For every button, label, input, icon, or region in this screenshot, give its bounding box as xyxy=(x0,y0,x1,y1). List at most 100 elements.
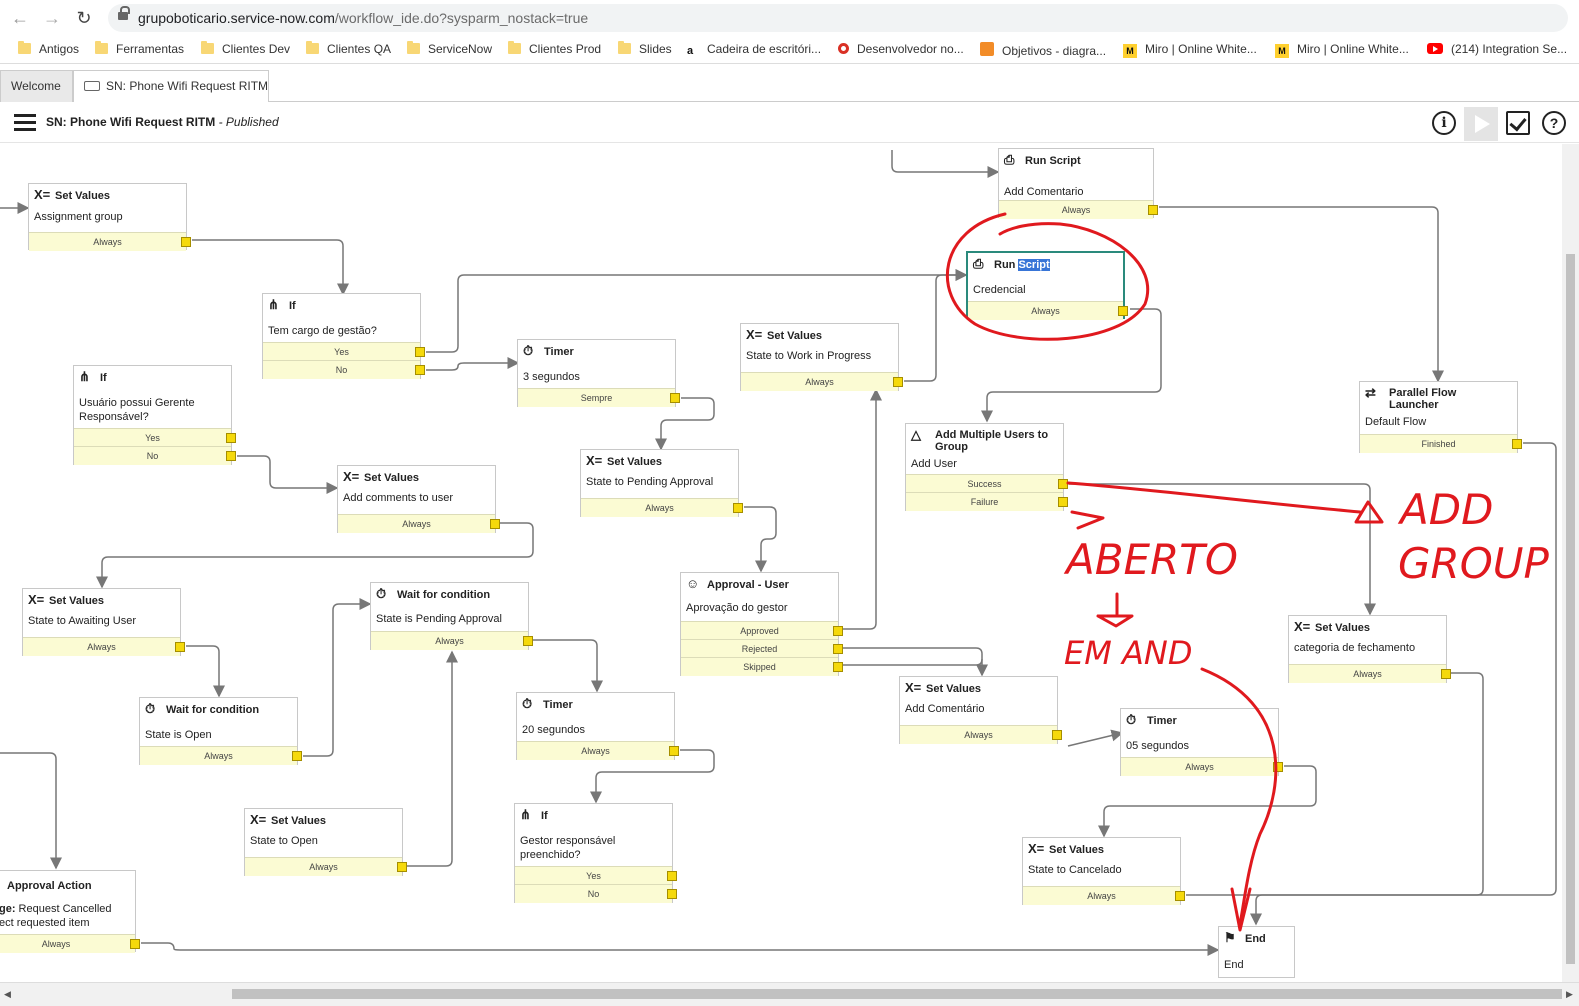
condition-port[interactable] xyxy=(667,889,677,899)
condition-always[interactable]: Always xyxy=(900,725,1062,744)
condition-port[interactable] xyxy=(1441,669,1451,679)
condition-success[interactable]: Success xyxy=(906,474,1068,493)
condition-port[interactable] xyxy=(833,662,843,672)
condition-port[interactable] xyxy=(1058,479,1068,489)
condition-always[interactable]: Always xyxy=(23,637,185,656)
activity-if-gerente-responsavel[interactable]: ⋔If Usuário possui Gerente Responsável? … xyxy=(73,365,236,465)
activity-set-values-categoria-fechamento[interactable]: X=Set Values categoria de fechamento Alw… xyxy=(1288,615,1451,683)
reload-icon[interactable]: ↻ xyxy=(76,8,92,28)
bookmark-ferramentas[interactable]: Ferramentas xyxy=(95,41,184,56)
condition-port[interactable] xyxy=(415,347,425,357)
activity-approval-action[interactable]: Approval Action ge: Request Cancelled ec… xyxy=(0,870,140,953)
condition-port[interactable] xyxy=(667,871,677,881)
activity-set-values-pending-approval[interactable]: X=Set Values State to Pending Approval A… xyxy=(580,449,743,517)
activity-timer-3-segundos[interactable]: ⏱Timer 3 segundos Sempre xyxy=(517,339,680,407)
condition-always[interactable]: Always xyxy=(0,934,140,953)
menu-icon[interactable] xyxy=(14,114,36,132)
condition-always[interactable]: Always xyxy=(1121,757,1283,776)
bookmark-desenvolvedor[interactable]: Desenvolvedor no... xyxy=(838,42,964,56)
condition-always[interactable]: Always xyxy=(1289,664,1451,683)
condition-no[interactable]: No xyxy=(515,884,677,903)
activity-set-values-add-comments[interactable]: X=Set Values Add comments to user Always xyxy=(337,465,500,533)
activity-wait-state-open[interactable]: ⏱Wait for condition State is Open Always xyxy=(139,697,302,765)
condition-always[interactable]: Always xyxy=(245,857,407,876)
condition-yes[interactable]: Yes xyxy=(74,428,236,447)
condition-always[interactable]: Always xyxy=(140,746,302,765)
condition-yes[interactable]: Yes xyxy=(515,866,677,885)
condition-always[interactable]: Always xyxy=(1023,886,1185,905)
scroll-right-icon[interactable]: ▶ xyxy=(1566,989,1573,999)
condition-port[interactable] xyxy=(670,393,680,403)
horizontal-scrollbar[interactable]: ◀ ▶ xyxy=(0,982,1579,1006)
condition-port[interactable] xyxy=(226,433,236,443)
play-icon[interactable] xyxy=(1464,107,1498,141)
bookmark-slides[interactable]: Slides xyxy=(618,41,672,56)
scroll-left-icon[interactable]: ◀ xyxy=(4,989,11,999)
condition-always[interactable]: Always xyxy=(999,200,1158,219)
condition-port[interactable] xyxy=(893,377,903,387)
condition-port[interactable] xyxy=(130,939,140,949)
condition-always[interactable]: Always xyxy=(29,232,191,251)
bookmark-objetivos[interactable]: Objetivos - diagra... xyxy=(980,42,1106,58)
condition-port[interactable] xyxy=(415,365,425,375)
condition-port[interactable] xyxy=(1175,891,1185,901)
activity-add-multiple-users-to-group[interactable]: △Add Multiple Users to Group Add User Su… xyxy=(905,423,1068,511)
condition-always[interactable]: Always xyxy=(581,498,743,517)
condition-port[interactable] xyxy=(292,751,302,761)
condition-port[interactable] xyxy=(1512,439,1522,449)
condition-port[interactable] xyxy=(181,237,191,247)
activity-set-values-awaiting-user[interactable]: X=Set Values State to Awaiting User Alwa… xyxy=(22,588,185,656)
condition-sempre[interactable]: Sempre xyxy=(518,388,680,407)
condition-port[interactable] xyxy=(175,642,185,652)
condition-port[interactable] xyxy=(397,862,407,872)
condition-port[interactable] xyxy=(523,636,533,646)
condition-failure[interactable]: Failure xyxy=(906,492,1068,511)
bookmark-clientes-qa[interactable]: Clientes QA xyxy=(306,41,391,56)
activity-set-values-assignment-group[interactable]: X=Set Values Assignment group Always xyxy=(28,183,191,251)
condition-no[interactable]: No xyxy=(74,446,236,465)
workflow-canvas[interactable]: ⎙Run Script Add Comentario Always X=Set … xyxy=(0,144,1579,982)
condition-always[interactable]: Always xyxy=(338,514,500,533)
condition-port[interactable] xyxy=(1052,730,1062,740)
bookmark-integration[interactable]: (214) Integration Se... xyxy=(1427,42,1567,56)
bookmark-clientes-dev[interactable]: Clientes Dev xyxy=(201,41,290,56)
condition-yes[interactable]: Yes xyxy=(263,342,425,361)
activity-set-values-state-open[interactable]: X=Set Values State to Open Always xyxy=(244,808,407,876)
condition-always[interactable]: Always xyxy=(517,741,679,760)
activity-timer-05-segundos[interactable]: ⏱Timer 05 segundos Always xyxy=(1120,708,1283,776)
activity-approval-user[interactable]: ☺Approval - User Aprovação do gestor App… xyxy=(680,572,843,676)
condition-port[interactable] xyxy=(833,626,843,636)
vertical-scrollbar[interactable] xyxy=(1562,144,1579,982)
checkbox-icon[interactable] xyxy=(1506,111,1530,135)
condition-port[interactable] xyxy=(1118,306,1128,316)
activity-wait-pending-approval[interactable]: ⏱Wait for condition State is Pending App… xyxy=(370,582,533,650)
condition-port[interactable] xyxy=(733,503,743,513)
activity-if-gestor-responsavel[interactable]: ⋔If Gestor responsável preenchido? Yes N… xyxy=(514,803,677,903)
condition-skipped[interactable]: Skipped xyxy=(681,657,843,676)
activity-run-script-credencial[interactable]: ⎙Run Script Credencial Always xyxy=(966,251,1128,320)
activity-set-values-cancelado[interactable]: X=Set Values State to Cancelado Always xyxy=(1022,837,1185,905)
bookmark-clientes-prod[interactable]: Clientes Prod xyxy=(508,41,601,56)
help-icon[interactable]: ? xyxy=(1542,111,1566,135)
bookmark-servicenow[interactable]: ServiceNow xyxy=(407,41,492,56)
activity-run-script-add-comentario[interactable]: ⎙Run Script Add Comentario Always xyxy=(998,148,1158,219)
condition-always[interactable]: Always xyxy=(741,372,903,391)
condition-always[interactable]: Always xyxy=(371,631,533,650)
condition-rejected[interactable]: Rejected xyxy=(681,639,843,658)
activity-set-values-work-in-progress[interactable]: X=Set Values State to Work in Progress A… xyxy=(740,323,903,391)
bookmark-antigos[interactable]: Antigos xyxy=(18,41,79,56)
condition-port[interactable] xyxy=(669,746,679,756)
condition-port[interactable] xyxy=(1273,762,1283,772)
tab-welcome[interactable]: Welcome xyxy=(0,70,73,102)
forward-arrow-icon[interactable]: → xyxy=(43,8,61,28)
url-field[interactable]: grupoboticario.service-now.com/workflow_… xyxy=(108,4,1568,32)
condition-always[interactable]: Always xyxy=(968,301,1128,320)
activity-if-tem-cargo[interactable]: ⋔If Tem cargo de gestão? Yes No xyxy=(262,293,425,379)
tab-phone-wifi-request[interactable]: SN: Phone Wifi Request RITM xyxy=(73,70,269,102)
condition-no[interactable]: No xyxy=(263,360,425,379)
vertical-scroll-thumb[interactable] xyxy=(1566,254,1575,964)
condition-approved[interactable]: Approved xyxy=(681,621,843,640)
